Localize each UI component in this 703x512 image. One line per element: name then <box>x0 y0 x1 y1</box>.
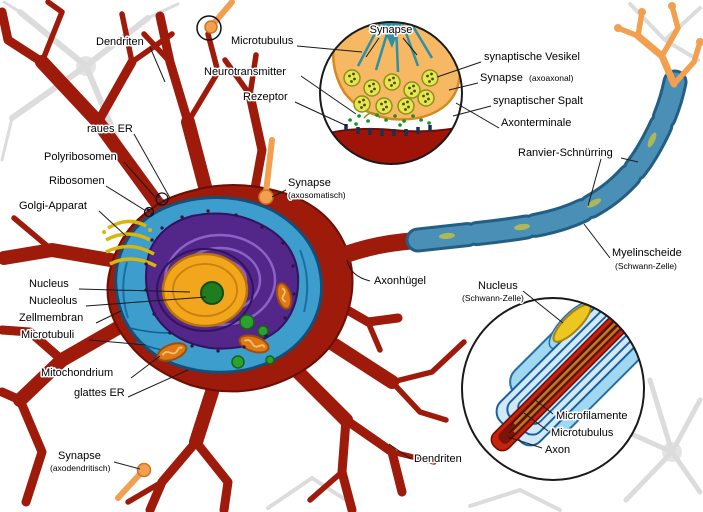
label-nucleus: Nucleus <box>29 278 69 290</box>
leader-smooth-er <box>127 369 189 398</box>
leader-synapse-axosomatic <box>271 189 287 198</box>
neurotransmitter-dots <box>348 113 431 127</box>
nucleus-inner-ring <box>172 263 238 317</box>
leader-nucleus <box>78 288 191 293</box>
label-synapse-axoaxonal-type: (axoaxonal) <box>529 73 574 83</box>
leader-ribosomes <box>105 185 147 212</box>
label-synapse-axoaxonal: Synapse <box>480 72 523 84</box>
leader-microtubule-top <box>296 45 363 53</box>
golgi-apparatus <box>102 219 157 268</box>
leader-neurotransmitter <box>300 75 357 115</box>
label-synapse-axosomatic: Synapse <box>288 177 331 189</box>
label-mitochondrion: Mitochondrium <box>41 367 113 379</box>
schwann-cell-spots <box>439 132 657 240</box>
label-receptor: Rezeptor <box>243 91 288 103</box>
leader-axon-terminal <box>455 102 500 129</box>
microtubule-fan <box>356 22 434 73</box>
label-myelin-sheath-type: (Schwann-Zelle) <box>615 261 677 271</box>
leader-cell-membrane <box>95 310 122 324</box>
bouton-axosomatic <box>258 189 274 205</box>
label-dendrites-bottom: Dendriten <box>414 453 462 465</box>
leader-synapse-title-a <box>365 37 380 58</box>
bouton-axodendritic <box>136 462 152 478</box>
label-nucleolus: Nucleolus <box>29 295 78 307</box>
dendrites <box>0 0 467 512</box>
label-microtubule-axon: Microtubulus <box>551 427 614 439</box>
leader-dendrites-bottom <box>388 443 412 460</box>
ribosome-marker <box>143 206 155 218</box>
label-axon-hillock: Axonhügel <box>374 275 426 287</box>
ribosome-dots <box>144 194 296 353</box>
leader-mitochondrion <box>130 355 161 379</box>
receptors <box>344 124 432 136</box>
leader-synaptic-cleft <box>452 105 492 117</box>
labels: Dendriten Microtubulus Synapse Neurotran… <box>18 23 684 475</box>
leader-ranvier-b <box>620 157 639 163</box>
mitochondria <box>156 282 293 362</box>
leader-synapse-axodendritic <box>113 461 141 470</box>
label-axon-terminal: Axonterminale <box>501 117 571 129</box>
leader-receptor <box>294 101 348 127</box>
label-polyribosomes: Polyribosomen <box>44 151 117 163</box>
leader-myelin-sheath <box>583 223 611 259</box>
leader-microtubules <box>88 339 147 346</box>
nucleolus-shape <box>200 281 224 305</box>
leader-schwann-nucleus <box>522 290 564 324</box>
leader-golgi <box>98 210 127 237</box>
leader-lines <box>78 37 639 470</box>
label-synapse-axosomatic-type: (axosomatisch) <box>288 190 346 200</box>
leader-microtubule-axon <box>523 412 549 432</box>
label-neurotransmitter: Neurotransmitter <box>204 66 286 78</box>
vesicles-lysosomes <box>231 314 275 369</box>
label-microtubule-top: Microtubulus <box>231 35 294 47</box>
leader-dendrites-top <box>149 46 166 83</box>
dendrite-twigs <box>11 0 467 505</box>
label-golgi: Golgi-Apparat <box>19 200 87 212</box>
fusing-vesicle <box>363 112 381 119</box>
label-dendrites-top: Dendriten <box>96 36 144 48</box>
label-microfilaments: Microfilamente <box>556 410 628 422</box>
label-smooth-er: glattes ER <box>74 387 125 399</box>
leader-synapse-axoaxonal <box>448 82 479 91</box>
polyribosome-marker <box>155 192 169 206</box>
leader-axon <box>507 436 543 449</box>
leader-ranvier-a <box>587 158 602 207</box>
label-axon: Axon <box>545 444 570 456</box>
leader-nucleolus <box>85 296 207 307</box>
bouton-axoaxonal <box>204 20 218 34</box>
leader-axon-hillock <box>346 259 371 282</box>
nuclear-envelope <box>156 248 254 332</box>
label-rough-er: raues ER <box>87 123 133 135</box>
label-schwann-nucleus: Nucleus <box>478 280 518 292</box>
label-synapse-axodendritic: Synapse <box>58 450 101 462</box>
synapse-marker-circle <box>196 15 222 41</box>
microtubule-bundle <box>376 22 406 48</box>
leader-synaptic-vesicles <box>436 61 482 78</box>
inset-synapse-border <box>319 21 463 165</box>
label-synaptic-vesicles: synaptische Vesikel <box>484 51 580 63</box>
label-microtubules: Microtubuli <box>21 329 74 341</box>
label-ranvier-node: Ranvier-Schnürring <box>518 147 613 159</box>
label-synapse-axodendritic-type: (axodendritisch) <box>50 463 111 473</box>
inset-cross-section-border <box>461 297 645 481</box>
leader-rough-er <box>133 133 171 199</box>
leader-synapse-title-b <box>402 37 418 56</box>
inset-axon-cross-section <box>461 297 645 481</box>
leader-microfilaments <box>533 398 554 415</box>
axon-myelinated <box>418 82 675 240</box>
soma-interior <box>102 192 324 374</box>
label-myelin-sheath: Myelinscheide <box>612 247 682 259</box>
label-synaptic-cleft: synaptischer Spalt <box>493 95 583 107</box>
label-cell-membrane: Zellmembran <box>19 312 83 324</box>
synaptic-boutons <box>115 0 703 501</box>
label-schwann-nucleus-type: (Schwann-Zelle) <box>462 293 524 303</box>
leader-polyribosomes <box>123 161 156 198</box>
label-ribosomes: Ribosomen <box>49 175 105 187</box>
label-synapse-inset-title: Synapse <box>370 24 413 36</box>
